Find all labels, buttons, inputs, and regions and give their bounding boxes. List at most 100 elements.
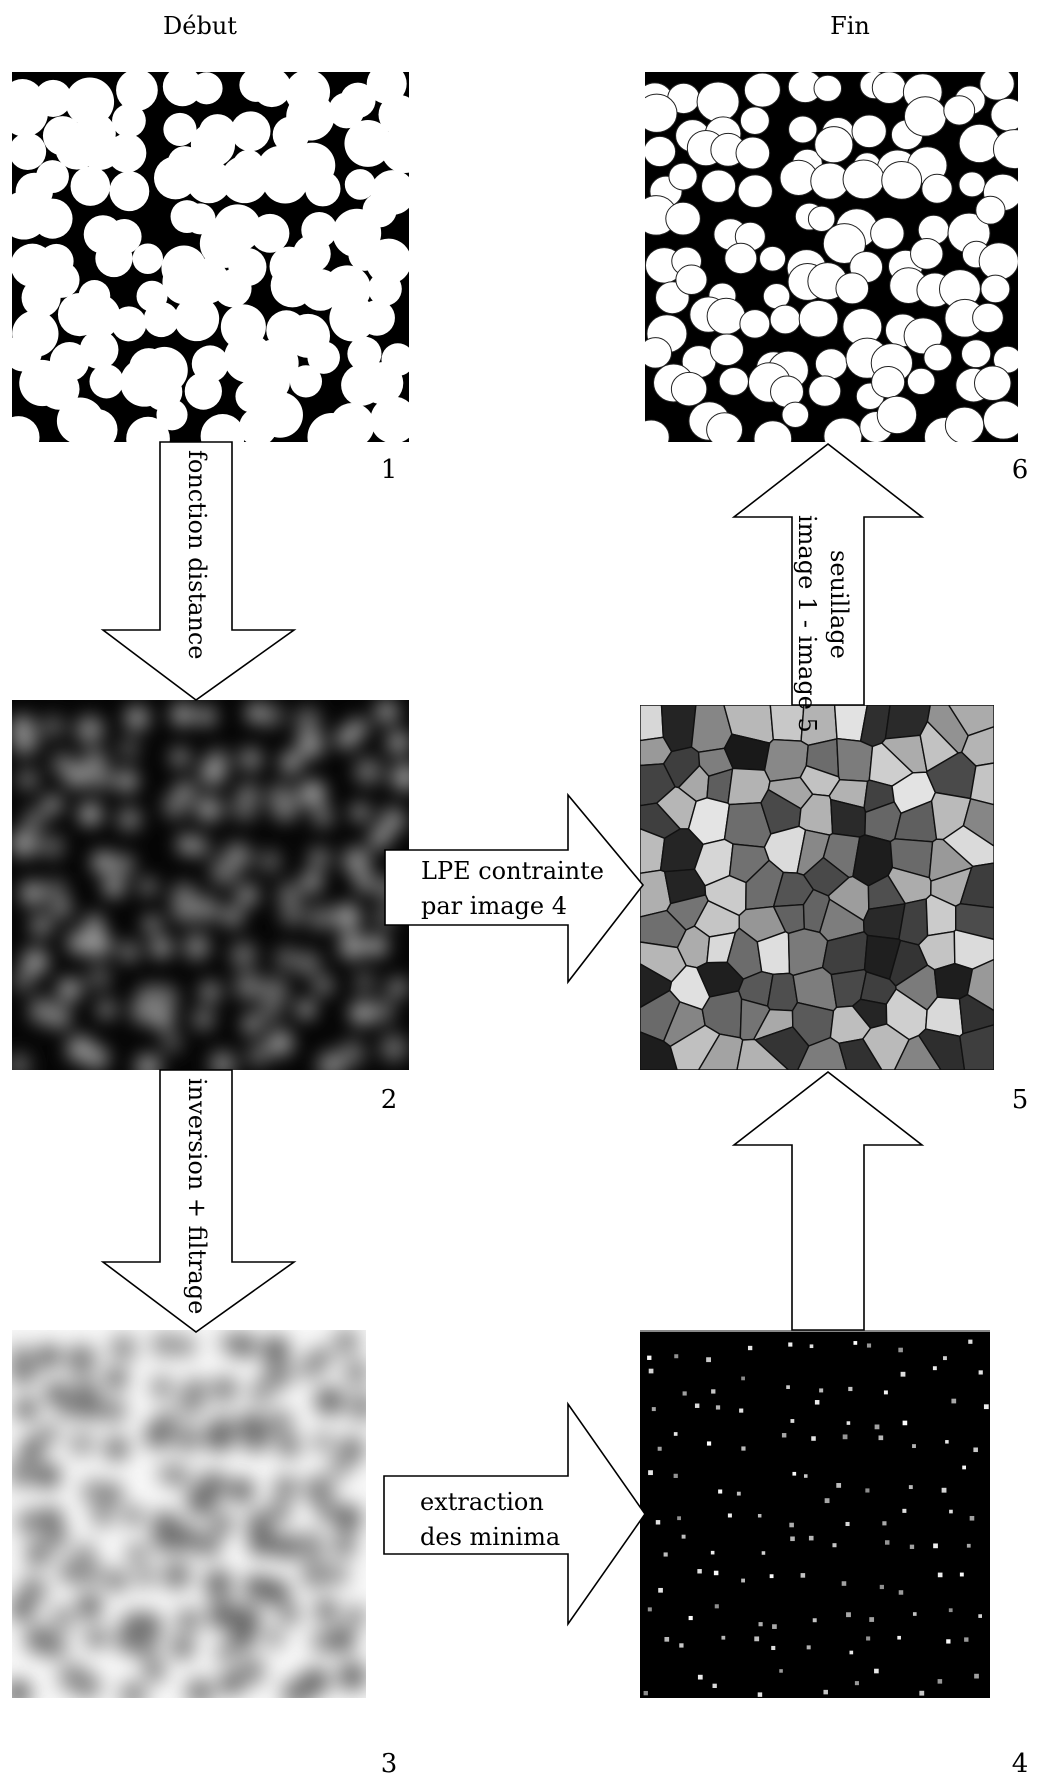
inverted-spot bbox=[126, 1542, 148, 1564]
particle bbox=[250, 213, 290, 253]
particle bbox=[162, 72, 203, 107]
inverted-spot bbox=[328, 1456, 351, 1479]
minimum-marker bbox=[902, 1508, 907, 1513]
minimum-marker bbox=[741, 1578, 745, 1583]
inverted-spot bbox=[173, 1424, 202, 1453]
particle bbox=[32, 198, 73, 239]
panel-1-binary-image bbox=[12, 72, 409, 442]
inverted-spot bbox=[337, 1435, 366, 1464]
minimum-marker bbox=[803, 1474, 808, 1478]
arrow-2-to-5: LPE contrainte par image 4 bbox=[384, 792, 645, 985]
distance-peak bbox=[235, 883, 259, 907]
distance-peak bbox=[118, 738, 140, 759]
distance-peak bbox=[102, 875, 126, 898]
separated-particle bbox=[706, 412, 744, 442]
distance-peak bbox=[386, 730, 409, 755]
inverted-spot bbox=[240, 1423, 271, 1453]
separated-particle bbox=[944, 406, 985, 442]
minimum-marker bbox=[941, 1487, 947, 1493]
separated-particle bbox=[992, 129, 1018, 170]
inverted-spot bbox=[230, 1626, 256, 1651]
inverted-spot bbox=[295, 1530, 326, 1561]
distance-peak bbox=[387, 977, 408, 998]
distance-peak bbox=[117, 807, 142, 832]
separated-particle bbox=[871, 365, 906, 399]
particle bbox=[286, 92, 335, 141]
minimum-marker bbox=[648, 1368, 654, 1374]
distance-peak bbox=[40, 834, 65, 859]
inverted-spot bbox=[133, 1564, 157, 1588]
particle bbox=[307, 341, 340, 374]
inverted-spot bbox=[347, 1391, 366, 1422]
distance-peak bbox=[354, 757, 382, 786]
inverted-spot bbox=[315, 1500, 338, 1523]
particle bbox=[360, 362, 404, 405]
minimum-marker bbox=[789, 1522, 794, 1528]
separated-particle bbox=[769, 304, 801, 335]
distance-peak bbox=[271, 794, 299, 822]
distance-peak bbox=[142, 914, 162, 934]
distance-peak bbox=[274, 946, 299, 971]
minimum-marker bbox=[898, 1347, 903, 1353]
minimum-marker bbox=[814, 1400, 820, 1405]
minimum-marker bbox=[772, 1624, 777, 1629]
separated-particle bbox=[842, 159, 885, 200]
minimum-marker bbox=[824, 1498, 830, 1504]
distance-peak bbox=[199, 759, 227, 786]
inverted-spot bbox=[177, 1388, 206, 1417]
inverted-spot bbox=[12, 1679, 32, 1698]
separated-particle bbox=[870, 216, 905, 250]
distance-peak bbox=[19, 880, 46, 907]
separated-particle bbox=[645, 135, 677, 168]
minimum-marker bbox=[874, 1424, 880, 1430]
distance-peak bbox=[230, 793, 259, 822]
panel-number-4: 4 bbox=[1012, 1749, 1029, 1779]
distance-peak bbox=[342, 846, 372, 876]
minimum-marker bbox=[945, 1440, 949, 1444]
particle bbox=[293, 234, 331, 273]
distance-peak bbox=[350, 802, 370, 822]
particle bbox=[251, 362, 290, 402]
inverted-spot bbox=[185, 1485, 217, 1517]
distance-peak bbox=[183, 933, 210, 960]
separated-particle bbox=[982, 400, 1018, 440]
distance-peak bbox=[29, 914, 53, 938]
separated-particle bbox=[876, 395, 918, 435]
arrow-3-to-4-label-line2: des minima bbox=[420, 1523, 560, 1551]
inverted-spot bbox=[66, 1344, 97, 1376]
separated-particle bbox=[781, 401, 810, 428]
minimum-marker bbox=[710, 1550, 715, 1555]
particle bbox=[43, 261, 80, 298]
particle bbox=[362, 193, 397, 228]
minimum-marker bbox=[674, 1354, 679, 1359]
watershed-cell bbox=[640, 705, 665, 742]
minimum-marker bbox=[962, 1465, 967, 1470]
distance-peak bbox=[246, 1043, 270, 1067]
distance-peak bbox=[96, 999, 117, 1020]
minimum-marker bbox=[757, 1692, 763, 1697]
distance-peak bbox=[241, 1014, 262, 1035]
separated-particle bbox=[739, 106, 770, 135]
distance-peak bbox=[150, 936, 172, 959]
inverted-spot bbox=[273, 1533, 301, 1561]
distance-peak bbox=[78, 802, 103, 826]
minimum-marker bbox=[932, 1366, 937, 1371]
distance-peak bbox=[12, 727, 39, 755]
separated-particle bbox=[718, 366, 749, 396]
separated-particle bbox=[645, 419, 670, 442]
inverted-spot bbox=[298, 1356, 322, 1380]
inverted-spot bbox=[44, 1524, 68, 1549]
separated-particle bbox=[881, 160, 923, 200]
distance-peak bbox=[46, 1004, 72, 1030]
minimum-marker bbox=[937, 1572, 943, 1578]
minimum-marker bbox=[682, 1391, 687, 1396]
distance-peak bbox=[138, 877, 158, 897]
minimum-marker bbox=[968, 1339, 973, 1344]
particle bbox=[156, 399, 188, 431]
minimum-marker bbox=[883, 1390, 888, 1395]
inverted-spot bbox=[14, 1397, 38, 1422]
distance-peak bbox=[75, 715, 104, 745]
inverted-spot bbox=[69, 1430, 95, 1457]
inverted-spot bbox=[77, 1593, 103, 1619]
